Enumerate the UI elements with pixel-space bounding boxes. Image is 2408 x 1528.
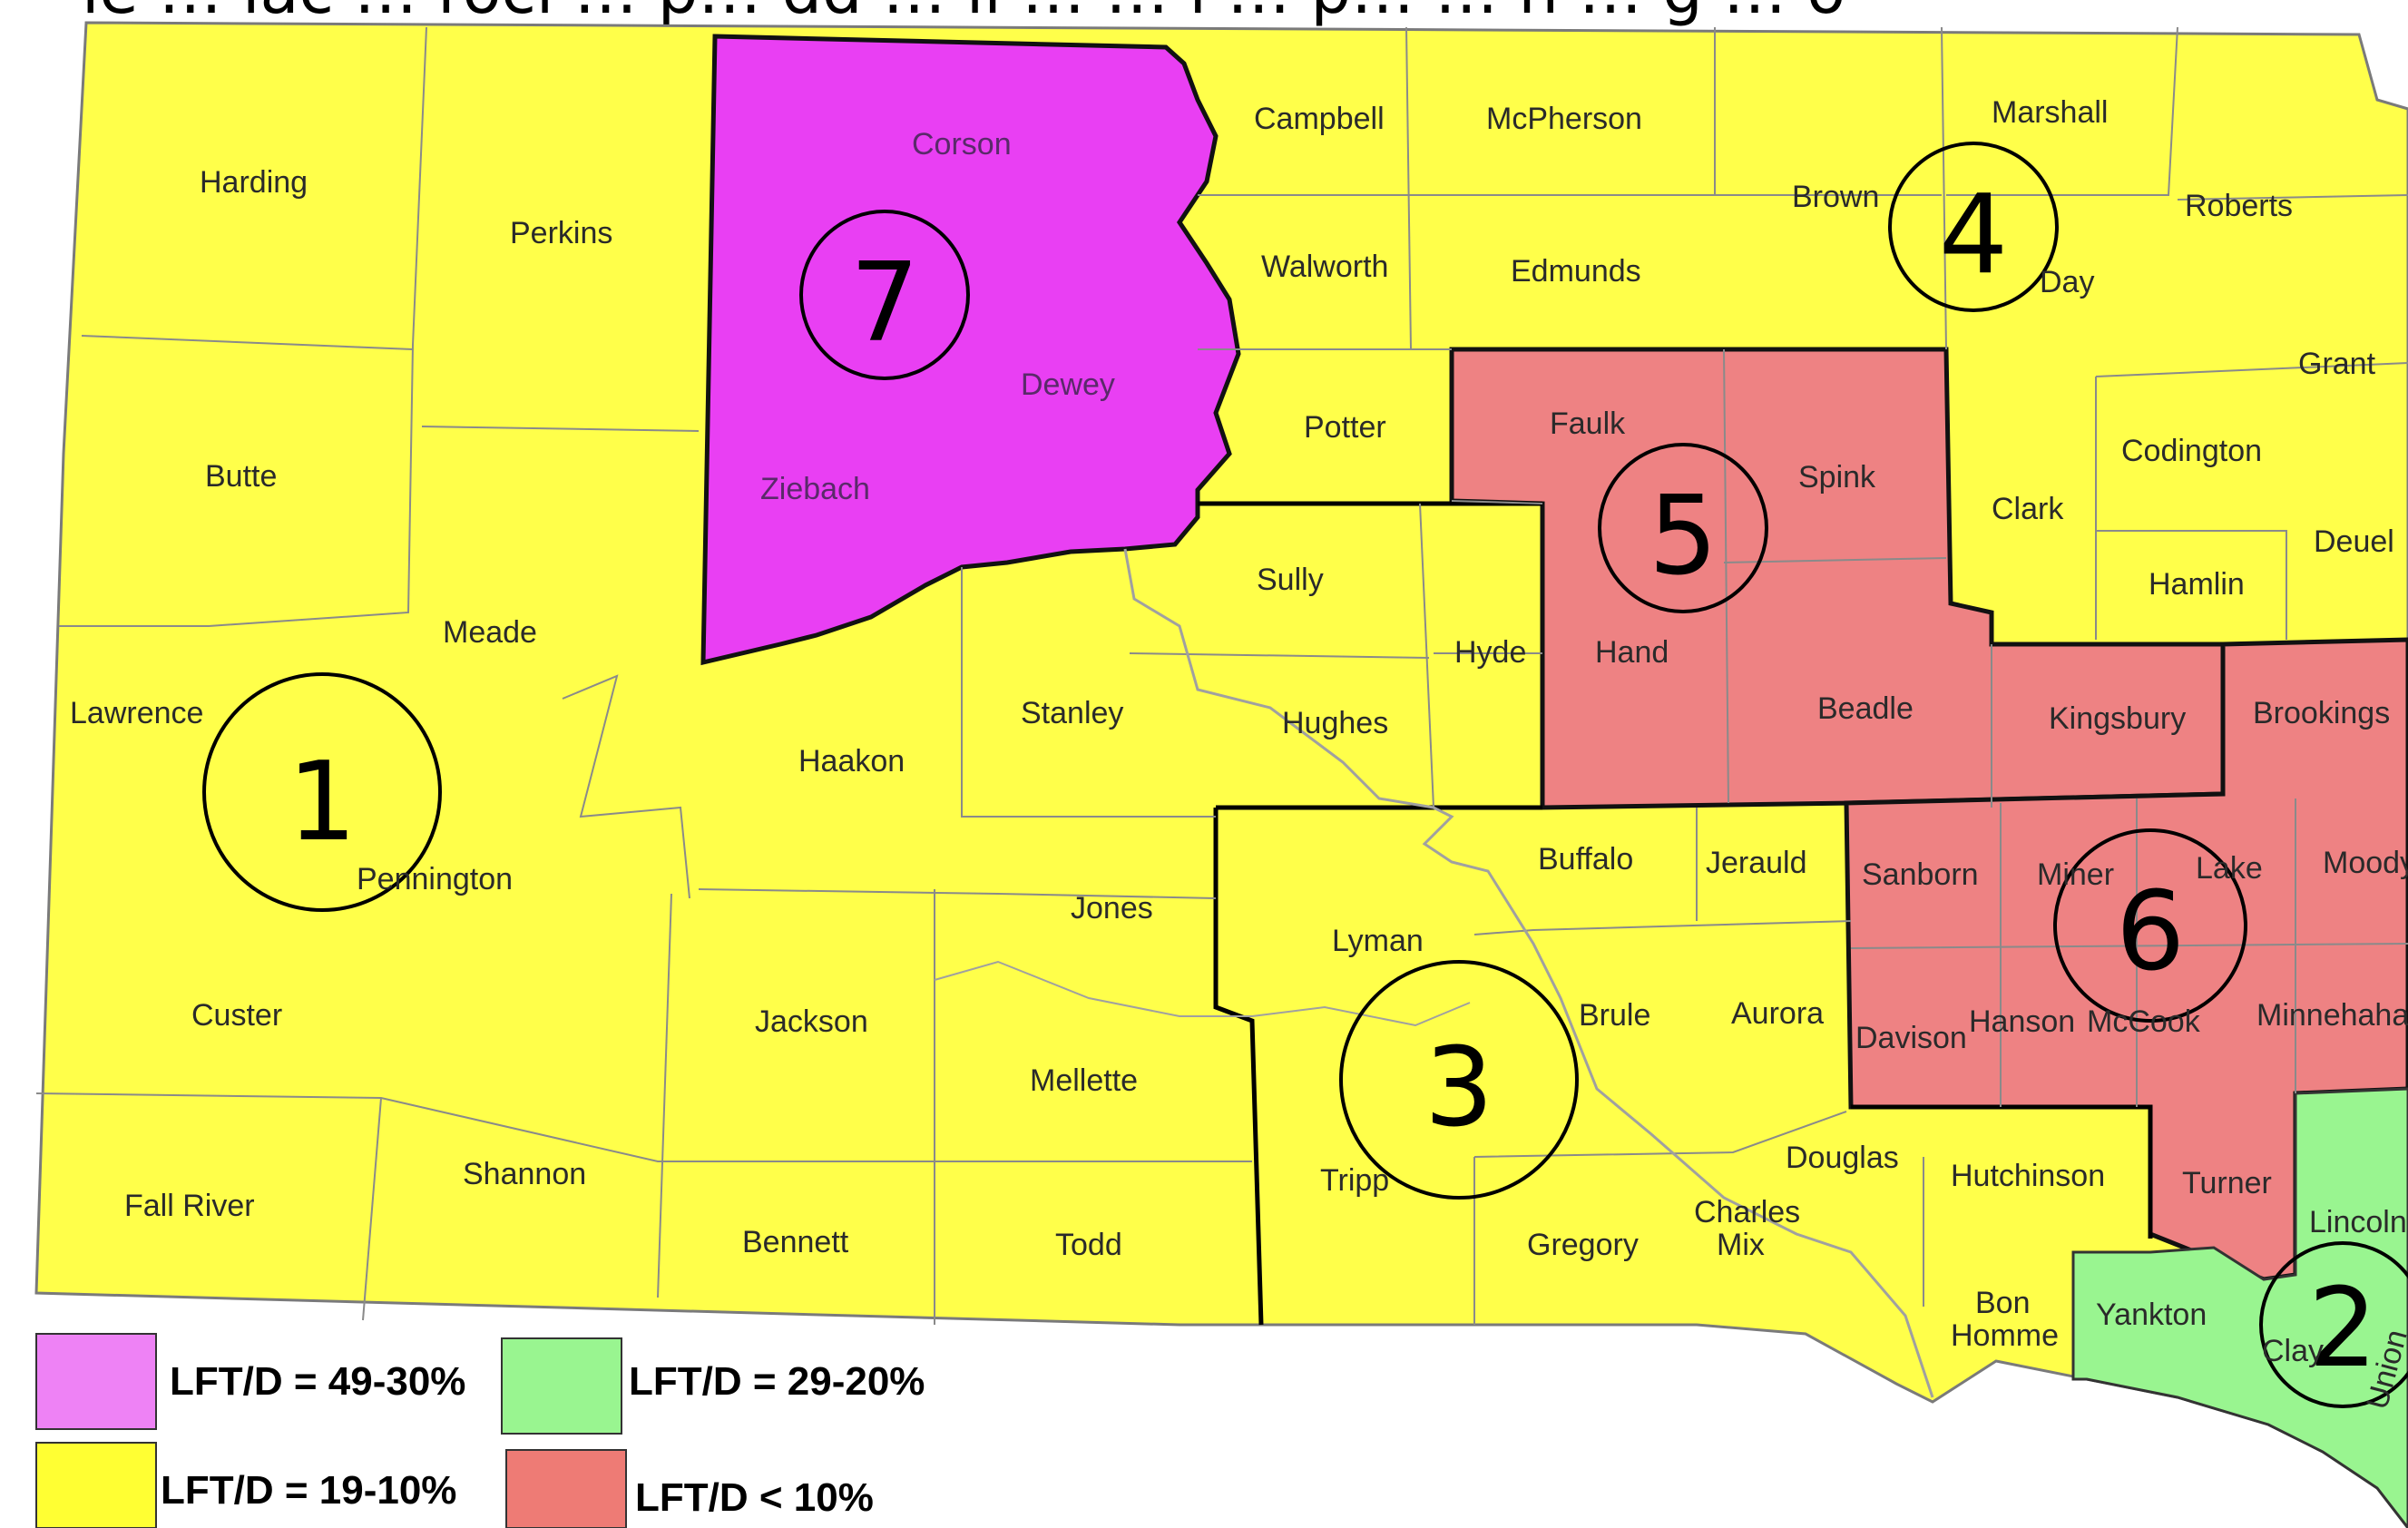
county-label: Tripp — [1320, 1163, 1389, 1198]
legend-label-yellow: LFT/D = 19-10% — [161, 1468, 456, 1513]
county-label: Grant — [2298, 347, 2376, 381]
county-label: Meade — [443, 615, 537, 650]
county-label: Fall River — [124, 1189, 255, 1223]
county-label: Corson — [912, 127, 1012, 162]
county-label: Brule — [1579, 998, 1650, 1033]
county-label: Charles — [1694, 1195, 1800, 1229]
county-label: Hughes — [1282, 706, 1388, 740]
region-3-label: 3 — [1424, 1025, 1493, 1151]
region-markers — [202, 142, 2408, 1408]
region-7-label: 7 — [850, 240, 919, 367]
county-label: Hyde — [1454, 635, 1526, 670]
county-label: Lincoln — [2309, 1205, 2407, 1239]
county-label: Roberts — [2185, 189, 2293, 223]
region-6-label: 6 — [2116, 869, 2185, 995]
white-river — [934, 960, 1471, 1027]
county-label: Beadle — [1817, 691, 1914, 726]
legend-swatch-yellow — [35, 1442, 157, 1528]
county-label: Stanley — [1021, 696, 1123, 730]
county-label: Sully — [1257, 563, 1324, 597]
county-label: Mix — [1717, 1228, 1765, 1262]
county-label: Clay — [2262, 1334, 2324, 1368]
region-borders — [1198, 501, 2153, 1326]
county-label: Harding — [200, 165, 308, 200]
county-label: Hand — [1595, 635, 1669, 670]
legend-label-red: LFT/D < 10% — [635, 1475, 874, 1520]
region-1-label: 1 — [288, 740, 357, 866]
county-label: Clark — [1992, 492, 2064, 526]
county-label: Jerauld — [1706, 846, 1807, 880]
county-label: Gregory — [1527, 1228, 1639, 1262]
county-label: Mellette — [1030, 1063, 1138, 1098]
county-label: Miner — [2037, 857, 2114, 892]
county-label: Dewey — [1021, 367, 1115, 402]
county-label: Ziebach — [760, 472, 870, 506]
missouri-river — [1123, 548, 1934, 1398]
legend-swatch-purple — [35, 1333, 157, 1430]
county-label: Edmunds — [1511, 254, 1641, 289]
county-label: Perkins — [510, 216, 612, 250]
county-label: Lake — [2196, 851, 2263, 886]
county-label: Moody — [2323, 846, 2408, 880]
county-label: Turner — [2182, 1166, 2272, 1200]
county-label: Shannon — [463, 1157, 586, 1191]
county-label: Aurora — [1731, 996, 1824, 1031]
county-label: Codington — [2121, 434, 2262, 468]
county-label: Haakon — [798, 744, 905, 779]
county-label: Hutchinson — [1951, 1159, 2105, 1193]
county-label: Hamlin — [2149, 567, 2245, 602]
county-label: Jones — [1071, 891, 1153, 926]
county-label: Custer — [191, 998, 282, 1033]
county-labels: Harding Perkins Corson Campbell McPherso… — [70, 95, 2408, 1413]
county-label: Lyman — [1332, 924, 1424, 958]
region-2-area — [2071, 1087, 2408, 1528]
county-label: Walworth — [1261, 250, 1388, 284]
county-label: Yankton — [2096, 1298, 2207, 1332]
county-label: McCook — [2087, 1004, 2201, 1039]
county-label: Potter — [1304, 410, 1386, 445]
legend-label-purple: LFT/D = 49-30% — [170, 1359, 465, 1404]
county-label: Lawrence — [70, 696, 203, 730]
county-label: Minnehaha — [2256, 998, 2408, 1033]
legend: LFT/D = 49-30% LFT/D = 29-20% LFT/D = 19… — [35, 1333, 925, 1528]
county-label: Deuel — [2314, 524, 2394, 559]
county-label: Brown — [1792, 180, 1879, 214]
county-label: Bennett — [742, 1225, 849, 1259]
county-label: Campbell — [1254, 102, 1385, 136]
county-label: Hanson — [1969, 1004, 2075, 1039]
county-label: Davison — [1855, 1021, 1967, 1055]
region-5-label: 5 — [1649, 474, 1718, 600]
county-label: Homme — [1951, 1318, 2059, 1353]
region-2-label: 2 — [2308, 1266, 2377, 1392]
county-label: Douglas — [1786, 1141, 1899, 1175]
county-label: Todd — [1055, 1228, 1122, 1262]
county-label: Kingsbury — [2049, 701, 2186, 736]
region-4-label: 4 — [1939, 172, 2008, 299]
county-label: Jackson — [755, 1004, 868, 1039]
county-label: Day — [2040, 265, 2094, 299]
county-label: McPherson — [1486, 102, 1642, 136]
county-label: Bon — [1975, 1286, 2031, 1320]
county-label: Brookings — [2253, 696, 2390, 730]
county-label: Butte — [205, 459, 277, 494]
legend-swatch-red — [505, 1449, 627, 1528]
county-label: Pennington — [357, 862, 513, 896]
county-label: Marshall — [1992, 95, 2108, 130]
county-label: Faulk — [1550, 406, 1626, 441]
county-label: Buffalo — [1538, 842, 1633, 877]
county-label: Sanborn — [1862, 857, 1979, 892]
region-7-area — [700, 34, 1241, 666]
legend-swatch-green — [501, 1337, 622, 1435]
legend-label-green: LFT/D = 29-20% — [629, 1359, 925, 1404]
county-label: Spink — [1798, 460, 1876, 495]
county-boundaries — [35, 26, 2408, 1325]
